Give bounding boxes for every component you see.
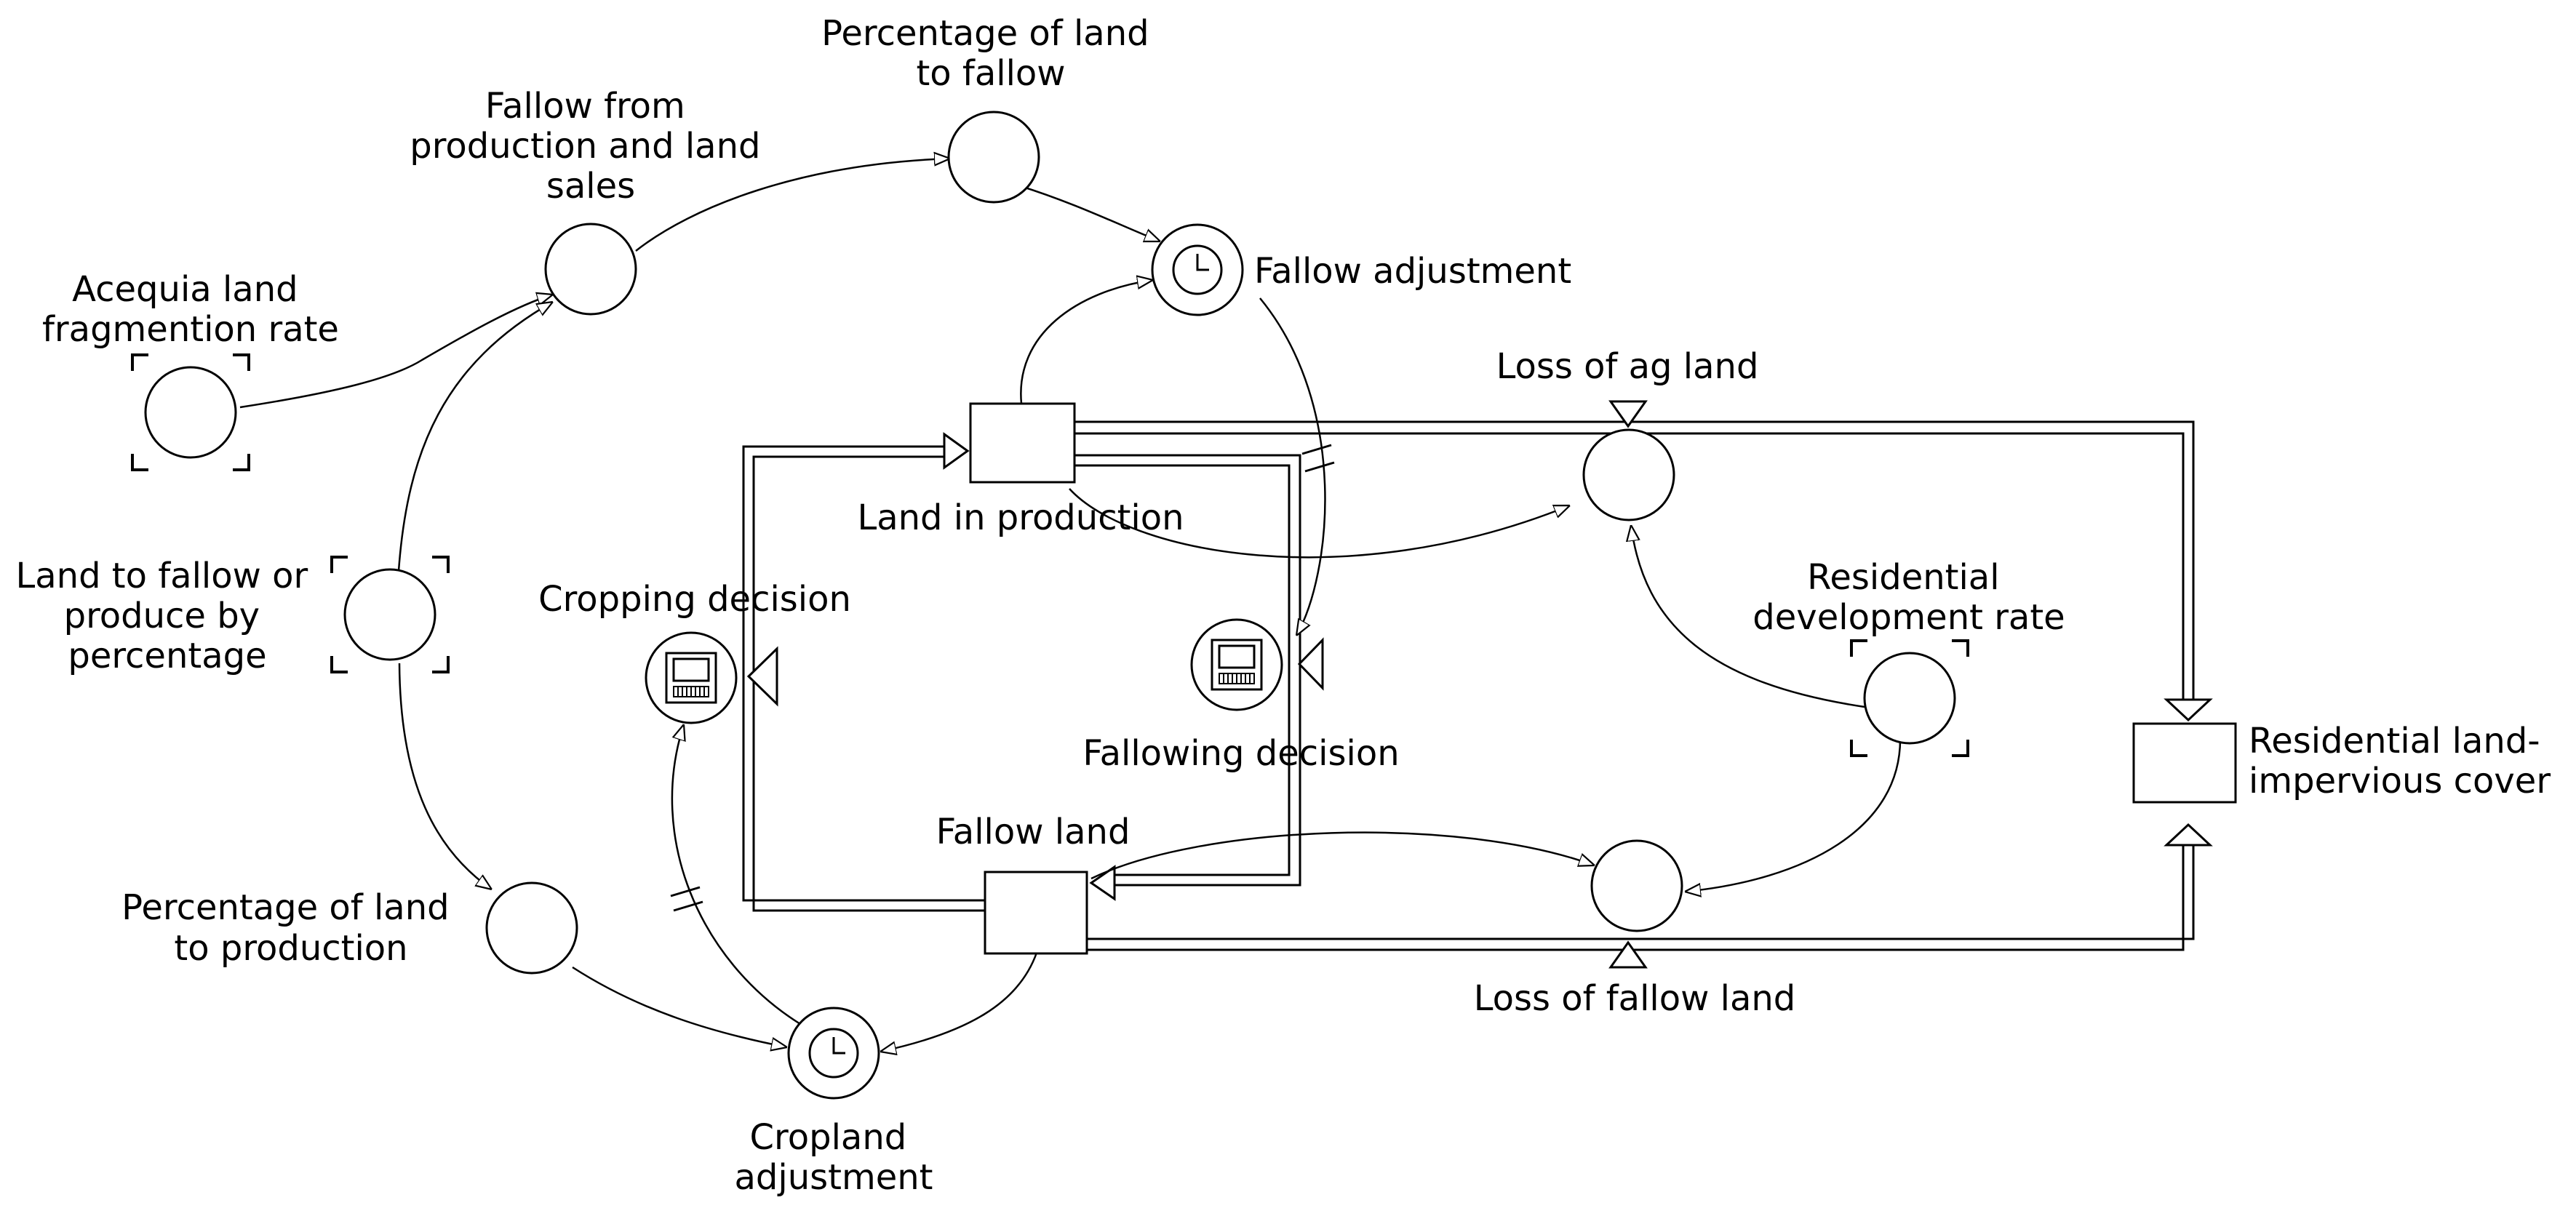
- link-fallow-from-production-to-pct-fallow: [635, 159, 950, 252]
- aux-land-to-fallow-or-produce[interactable]: [343, 568, 436, 661]
- link-pct-fallow-to-fallow-adjustment: [1018, 184, 1160, 243]
- label-cropping-decision: Cropping decision: [538, 579, 851, 620]
- link-land-in-production-to-loss-of-ag-land: [1069, 488, 1570, 559]
- label-acequia-rate: Acequia land fragmention rate: [42, 269, 339, 350]
- flow-pipe-fallowing-decision: [1074, 454, 1301, 887]
- stock-land-in-production[interactable]: [969, 402, 1076, 484]
- link-residential-dev-rate-to-loss-of-ag-land: [1631, 525, 1865, 708]
- valve-cropping-decision: [746, 646, 778, 707]
- stock-residential-land[interactable]: [2132, 722, 2237, 804]
- flow-arrowhead-into-fallow-land: [1089, 865, 1116, 901]
- cropland-adjustment-node[interactable]: [787, 1007, 880, 1100]
- data-table-icon: [1211, 639, 1263, 691]
- aux-pct-land-to-production[interactable]: [485, 881, 578, 975]
- label-residential-land: Residential land- impervious cover: [2249, 721, 2551, 801]
- bracket-residential-dev-rate: [1850, 639, 1969, 757]
- aux-acequia-rate[interactable]: [144, 366, 237, 459]
- link-residential-dev-rate-to-loss-of-fallow-land: [1685, 735, 1902, 892]
- fallow-adjustment-node[interactable]: [1151, 223, 1244, 316]
- delay-mark-fallow-adjustment: [1301, 444, 1335, 473]
- link-land-in-production-to-fallow-adjustment: [1020, 280, 1153, 404]
- valve-loss-of-fallow-land: [1608, 940, 1648, 969]
- label-cropland-adjustment: Cropland adjustment: [735, 1117, 933, 1198]
- fallowing-decision-node[interactable]: [1190, 618, 1283, 711]
- label-fallow-land: Fallow land: [936, 812, 1131, 852]
- link-fallow-land-to-loss-of-fallow-land: [1090, 831, 1595, 880]
- aux-residential-dev-rate[interactable]: [1863, 652, 1956, 745]
- delay-marks: [670, 444, 1335, 912]
- connectors: [239, 159, 1902, 1052]
- flow-arrowhead-into-residential-top: [2164, 698, 2213, 722]
- stock-fallow-land[interactable]: [984, 871, 1088, 955]
- node-labels: Percentage of land to fallow Fallow from…: [16, 13, 2551, 1198]
- link-fallow-land-to-cropland-adjustment: [880, 952, 1038, 1052]
- label-loss-of-fallow-land: Loss of fallow land: [1474, 978, 1796, 1019]
- bracket-land-to-fallow: [330, 556, 450, 673]
- flow-pipe-cropping-decision: [742, 445, 986, 912]
- clock-icon: [808, 1028, 859, 1079]
- cropping-decision-node[interactable]: [645, 631, 738, 724]
- label-pct-land-to-production: Percentage of land to production: [121, 887, 460, 969]
- input-brackets: [131, 353, 1969, 757]
- label-residential-dev-rate: Residential development rate: [1752, 557, 2065, 638]
- label-fallow-adjustment: Fallow adjustment: [1254, 251, 1571, 292]
- label-fallowing-decision: Fallowing decision: [1082, 733, 1399, 774]
- label-land-to-fallow-or-produce: Land to fallow or produce by percentage: [16, 556, 319, 676]
- link-pct-production-to-cropland-adjustment: [572, 966, 787, 1047]
- flow-pipe-loss-of-ag-land: [1074, 420, 2195, 702]
- flow-valves: [746, 400, 1648, 969]
- delay-mark-cropland-adjustment: [670, 886, 703, 912]
- aux-loss-of-fallow-land[interactable]: [1590, 839, 1683, 932]
- label-land-in-production: Land in production: [857, 497, 1184, 538]
- flow-pipe-loss-of-fallow-land: [1087, 844, 2195, 951]
- flow-arrowhead-into-land-in-production: [943, 432, 970, 470]
- valve-fallowing-decision: [1297, 637, 1324, 691]
- auxiliaries: [144, 111, 1956, 975]
- label-loss-of-ag-land: Loss of ag land: [1496, 346, 1759, 387]
- valve-loss-of-ag-land: [1608, 400, 1648, 428]
- bracket-acequia-rate: [131, 353, 250, 471]
- stocks: [969, 402, 2237, 955]
- link-fallow-adjustment-to-fallowing-decision: [1259, 297, 1326, 636]
- link-acequia-to-fallow-from-production: [239, 295, 553, 409]
- link-land-to-fallow-to-fallow-from-production: [397, 302, 553, 572]
- data-table-icon: [665, 652, 717, 704]
- flow-arrowhead-into-residential-bottom: [2164, 823, 2213, 847]
- flow-arrowheads: [943, 432, 2213, 901]
- aux-loss-of-ag-land[interactable]: [1582, 428, 1675, 521]
- flow-pipes: [742, 420, 2195, 951]
- aux-fallow-from-production[interactable]: [544, 223, 637, 316]
- label-fallow-from-production: Fallow from production and land sales: [410, 86, 771, 207]
- link-cropland-adjustment-to-cropping-decision: [671, 724, 801, 1025]
- aux-pct-land-to-fallow[interactable]: [947, 111, 1040, 204]
- link-land-to-fallow-to-pct-production: [398, 663, 492, 889]
- label-pct-land-to-fallow: Percentage of land to fallow: [821, 13, 1160, 94]
- clock-icon: [1172, 244, 1223, 295]
